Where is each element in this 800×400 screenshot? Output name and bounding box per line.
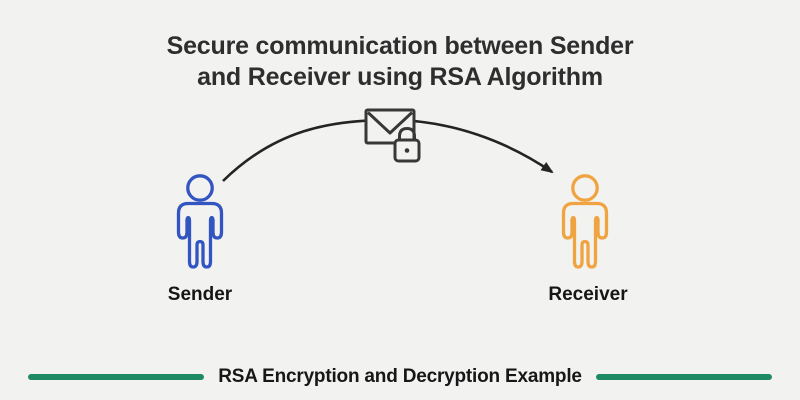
- footer-banner: RSA Encryption and Decryption Example: [28, 366, 772, 388]
- footer-right-rule: [595, 374, 772, 380]
- receiver-person-icon: [561, 174, 609, 269]
- envelope-icon: [364, 108, 416, 145]
- sender-person-icon: [176, 174, 224, 269]
- footer-left-rule: [28, 374, 205, 380]
- footer-caption: RSA Encryption and Decryption Example: [218, 366, 582, 387]
- receiver-label: Receiver: [548, 284, 628, 305]
- lock-icon: [393, 127, 421, 163]
- sender-label: Sender: [167, 284, 233, 305]
- page-title: Secure communication between Sender and …: [166, 32, 634, 91]
